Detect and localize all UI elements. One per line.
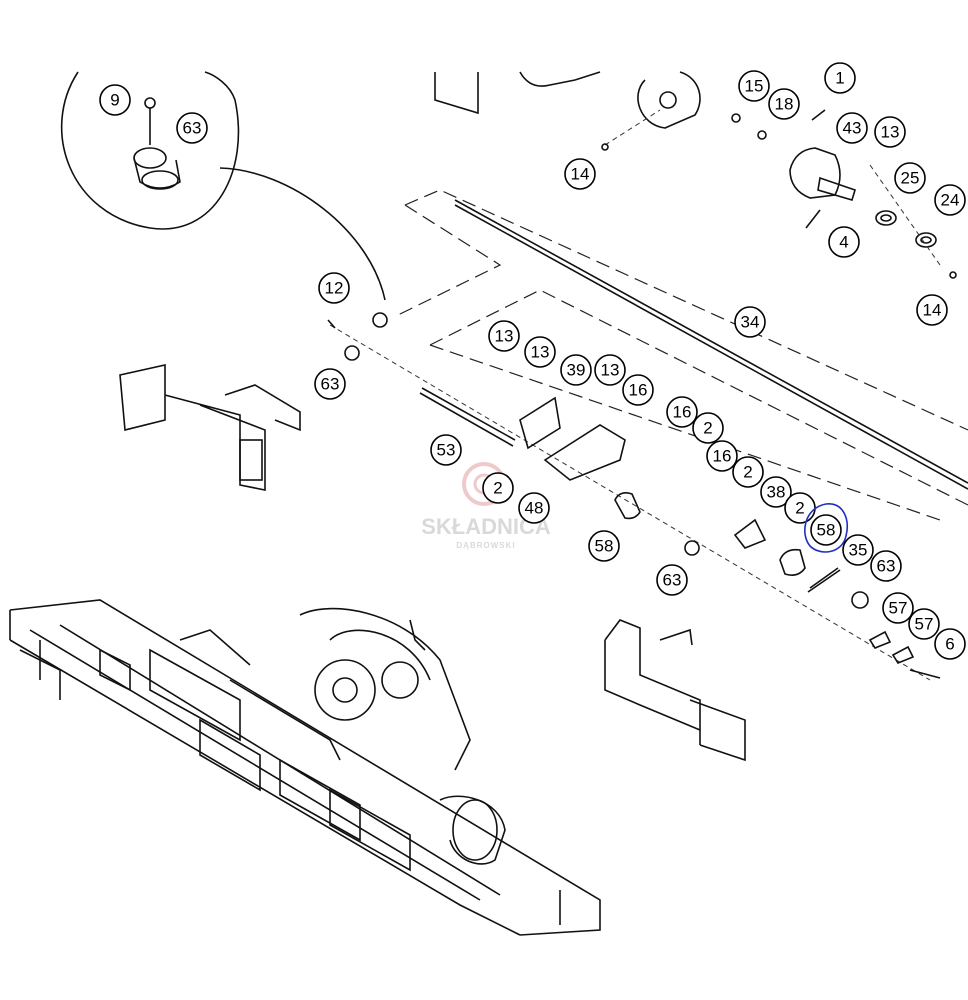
group-outlines [329,189,968,681]
callout-13[interactable]: 13 [874,116,906,148]
callout-16[interactable]: 16 [622,374,654,406]
callout-label: 9 [110,91,119,110]
callout-label: 14 [923,301,942,320]
callout-label: 2 [493,479,502,498]
callout-35[interactable]: 35 [842,534,874,566]
callout-2[interactable]: 2 [482,472,514,504]
callout-58[interactable]: 58 [588,530,620,562]
callout-63[interactable]: 63 [870,550,902,582]
callout-38[interactable]: 38 [760,476,792,508]
callout-label: 18 [775,95,794,114]
callout-4[interactable]: 4 [828,226,860,258]
callout-label: 13 [531,343,550,362]
callout-label: 63 [321,375,340,394]
callout-25[interactable]: 25 [894,162,926,194]
callout-label: 2 [795,499,804,518]
callout-48[interactable]: 48 [518,492,550,524]
callout-label: 16 [673,403,692,422]
callout-label: 58 [595,537,614,556]
callout-label: 13 [881,123,900,142]
callout-label: 63 [877,557,896,576]
callout-14[interactable]: 14 [916,294,948,326]
callout-57[interactable]: 57 [908,608,940,640]
callout-43[interactable]: 43 [836,112,868,144]
top-housing [434,71,701,151]
shaft-34 [454,199,968,490]
callout-label: 25 [901,169,920,188]
callout-label: 14 [571,165,590,184]
callout-label: 57 [889,599,908,618]
callout-15[interactable]: 15 [738,70,770,102]
callout-label: 63 [183,119,202,138]
callout-13[interactable]: 13 [594,354,626,386]
callout-label: 12 [325,279,344,298]
callout-label: 16 [629,381,648,400]
callout-label: 53 [437,441,456,460]
callout-label: 34 [741,313,760,332]
callout-14[interactable]: 14 [564,158,596,190]
right-bracket [604,619,746,762]
callout-1[interactable]: 1 [824,62,856,94]
callout-13[interactable]: 13 [524,336,556,368]
hub-assembly [731,109,957,279]
callout-label: 16 [713,447,732,466]
callout-2[interactable]: 2 [692,412,724,444]
callout-label: 15 [745,77,764,96]
callout-34[interactable]: 34 [734,306,766,338]
callout-label: 4 [839,233,848,252]
callout-label: 13 [495,327,514,346]
callout-label: 35 [849,541,868,560]
callout-2[interactable]: 2 [732,456,764,488]
callout-16[interactable]: 16 [666,396,698,428]
callout-63[interactable]: 63 [176,112,208,144]
callout-label: 24 [941,191,960,210]
callout-2[interactable]: 2 [784,492,816,524]
callout-label: 57 [915,615,934,634]
callout-label: 39 [567,361,586,380]
callout-label: 48 [525,499,544,518]
callout-6[interactable]: 6 [934,628,966,660]
callout-63[interactable]: 63 [656,564,688,596]
callout-label: 13 [601,361,620,380]
callout-57[interactable]: 57 [882,592,914,624]
mid-assembly [327,312,941,679]
callout-label: 58 [817,521,836,540]
callout-label: 38 [767,483,786,502]
callout-9[interactable]: 9 [99,84,131,116]
callout-24[interactable]: 24 [934,184,966,216]
left-bracket [119,364,301,491]
callout-label: 1 [835,69,844,88]
callout-16[interactable]: 16 [706,440,738,472]
callout-58-highlighted[interactable]: 58 [804,503,848,553]
watermark-sub: DĄBROWSKI [456,541,515,550]
callout-13[interactable]: 13 [488,320,520,352]
callout-18[interactable]: 18 [768,88,800,120]
callout-63[interactable]: 63 [314,368,346,400]
detail-bubble [60,71,386,301]
callout-12[interactable]: 12 [318,272,350,304]
callout-label: 6 [945,635,954,654]
main-frame [9,599,601,936]
callout-label: 2 [703,419,712,438]
callouts: 9 63 14 15 1 18 43 13 [99,62,966,660]
callout-label: 43 [843,119,862,138]
callout-label: 63 [663,571,682,590]
callout-53[interactable]: 53 [430,434,462,466]
callout-label: 2 [743,463,752,482]
callout-39[interactable]: 39 [560,354,592,386]
